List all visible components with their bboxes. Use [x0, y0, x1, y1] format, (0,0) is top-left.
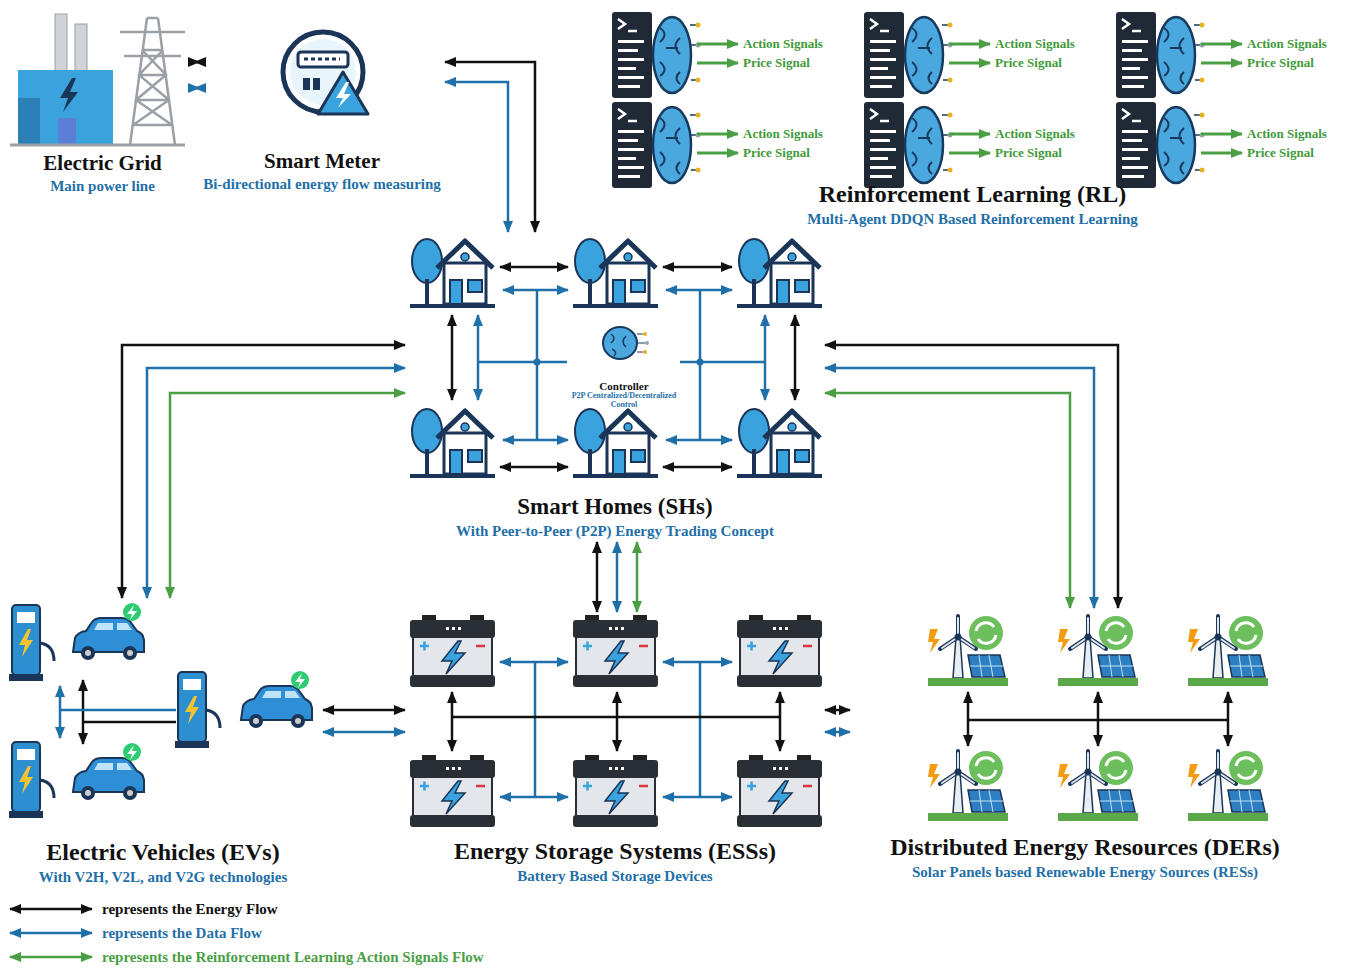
- controller-node: ControllerP2P Centralized/Decentralized …: [568, 322, 680, 412]
- energy-flow-arrow: [122, 345, 405, 598]
- rl-agent-icons: [612, 12, 1242, 188]
- group-subtitle: P2P Centralized/Decentralized Control: [568, 392, 680, 410]
- group-subtitle: Solar Panels based Renewable Energy Sour…: [912, 864, 1258, 881]
- action-signal-label: Action Signals: [743, 36, 823, 51]
- power-grid-group: Electric GridMain power line: [10, 5, 195, 197]
- legend-row: represents the Data Flow: [8, 921, 484, 945]
- der-icons: [928, 616, 1268, 821]
- data-flow-arrow: [825, 731, 850, 734]
- energy-flow-arrow: [195, 61, 199, 64]
- action-signal-label: Action Signals: [995, 36, 1075, 51]
- smart-home-icons: [410, 239, 822, 476]
- legend: represents the Energy Flow represents the…: [8, 897, 484, 969]
- price-signal-label: Price Signal: [743, 145, 810, 160]
- battery-icons: [410, 615, 822, 827]
- data-flow-arrow: [147, 368, 405, 598]
- group-title: Energy Storage Systems (ESSs): [454, 838, 776, 865]
- rl-signal-arrow: [170, 393, 405, 598]
- energy-flow-arrow: [825, 709, 850, 712]
- group-title: Smart Meter: [264, 150, 380, 174]
- price-signal-label: Price Signal: [995, 55, 1062, 70]
- group-subtitle: Main power line: [50, 178, 155, 195]
- group-title: Reinforcement Learning (RL): [819, 181, 1127, 208]
- storage-group: Energy Storage Systems (ESSs) Battery Bas…: [405, 612, 825, 887]
- group-subtitle: With V2H, V2L, and V2G technologies: [39, 869, 288, 886]
- price-signal-label: Price Signal: [1247, 145, 1314, 160]
- action-signal-label: Action Signals: [743, 126, 823, 141]
- rl-signal-arrow: [636, 542, 639, 612]
- group-subtitle: Bi-directional energy flow measuring: [203, 176, 441, 193]
- energy-flow-arrow: [596, 542, 599, 612]
- group-title: Distributed Energy Resources (DERs): [890, 834, 1280, 861]
- der-group: Distributed Energy Resources (DERs) Solar…: [850, 608, 1320, 883]
- connector-layer: [122, 62, 1118, 732]
- price-signal-label: Price Signal: [995, 145, 1062, 160]
- rl-agents-group: Reinforcement Learning (RL) Multi-Agent D…: [600, 5, 1345, 230]
- legend-arrow-sample: [8, 950, 94, 964]
- legend-arrow-sample: [8, 902, 94, 916]
- group-title: Smart Homes (SHs): [517, 494, 712, 520]
- group-subtitle: With Peer-to-Peer (P2P) Energy Trading C…: [456, 523, 774, 540]
- data-flow-arrow: [445, 82, 508, 232]
- legend-row: represents the Energy Flow: [8, 897, 484, 921]
- data-flow-arrow: [195, 87, 199, 90]
- action-signal-label: Action Signals: [1247, 126, 1327, 141]
- energy-flow-arrow: [445, 62, 535, 232]
- smart-homes-group: Smart Homes (SHs) With Peer-to-Peer (P2P)…: [405, 232, 825, 542]
- controller-brain-icon: [603, 327, 649, 359]
- ev-icons: [9, 603, 312, 818]
- data-flow-arrow: [323, 731, 405, 734]
- power-plant-icon: [10, 14, 185, 145]
- group-title: Electric Vehicles (EVs): [46, 839, 279, 866]
- group-title: Controller: [599, 380, 648, 392]
- smart-meter-icon: [283, 32, 368, 114]
- group-title: Electric Grid: [43, 152, 161, 176]
- ev-group: Electric Vehicles (EVs) With V2H, V2L, an…: [3, 598, 323, 888]
- price-signal-label: Price Signal: [743, 55, 810, 70]
- group-subtitle: Battery Based Storage Devices: [517, 868, 712, 885]
- price-signal-label: Price Signal: [1247, 55, 1314, 70]
- group-subtitle: Multi-Agent DDQN Based Reinforcement Lea…: [807, 211, 1138, 228]
- energy-flow-arrow: [825, 345, 1118, 608]
- energy-flow-arrow: [323, 709, 405, 712]
- smart-meter-group: Smart MeterBi-directional energy flow me…: [199, 30, 445, 195]
- legend-text: represents the Reinforcement Learning Ac…: [102, 949, 484, 966]
- legend-row: represents the Reinforcement Learning Ac…: [8, 945, 484, 969]
- data-flow-arrow: [616, 542, 619, 612]
- action-signal-label: Action Signals: [995, 126, 1075, 141]
- data-flow-arrow: [825, 368, 1094, 608]
- legend-arrow-sample: [8, 926, 94, 940]
- legend-text: represents the Data Flow: [102, 925, 262, 942]
- action-signal-label: Action Signals: [1247, 36, 1327, 51]
- legend-text: represents the Energy Flow: [102, 901, 278, 918]
- rl-signal-arrow: [825, 393, 1070, 608]
